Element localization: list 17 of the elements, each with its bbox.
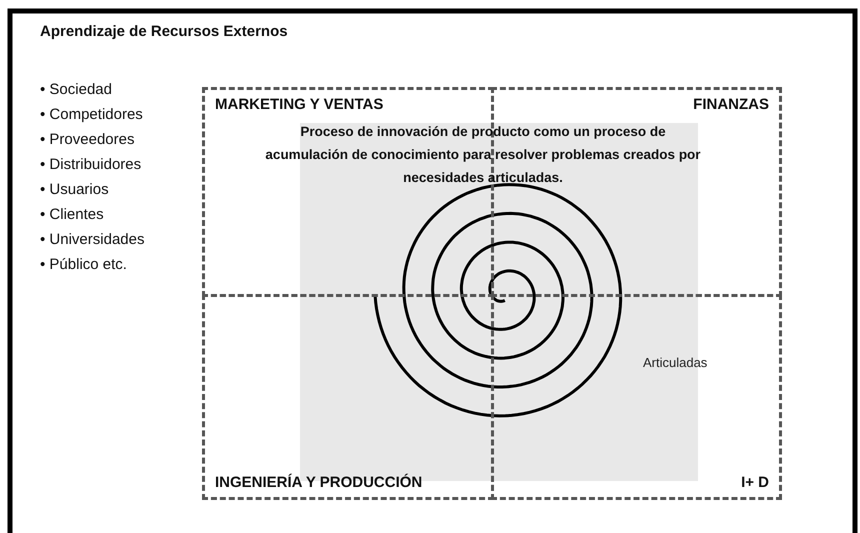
list-item: • Clientes — [40, 205, 105, 225]
title: Aprendizaje de Recursos Externos — [40, 23, 288, 40]
quadrant-title: MARKETING Y VENTAS — [215, 96, 384, 113]
list-item: • Competidores — [40, 105, 144, 125]
list-item: • Distribuidores — [40, 155, 142, 175]
list-item: • Sociedad — [40, 80, 113, 100]
quadrant-title: I+ D — [741, 474, 769, 491]
description-text: Proceso de innovación de producto como un proceso de acumulación de conocimiento para resolver problemas creados por necesidades articuladas. — [264, 123, 702, 187]
list-item: • Público etc. — [40, 255, 128, 275]
spiral-label: Articuladas — [643, 355, 708, 370]
list-item: • Usuarios — [40, 180, 110, 200]
list-item: • Proveedores — [40, 130, 136, 150]
quadrant-title: INGENIERÍA Y PRODUCCIÓN — [215, 474, 422, 491]
list-item: • Universidades — [40, 230, 144, 250]
quadrant-title: FINANZAS — [693, 96, 769, 113]
quadrant-box — [202, 294, 494, 500]
quadrant-box — [491, 294, 782, 500]
